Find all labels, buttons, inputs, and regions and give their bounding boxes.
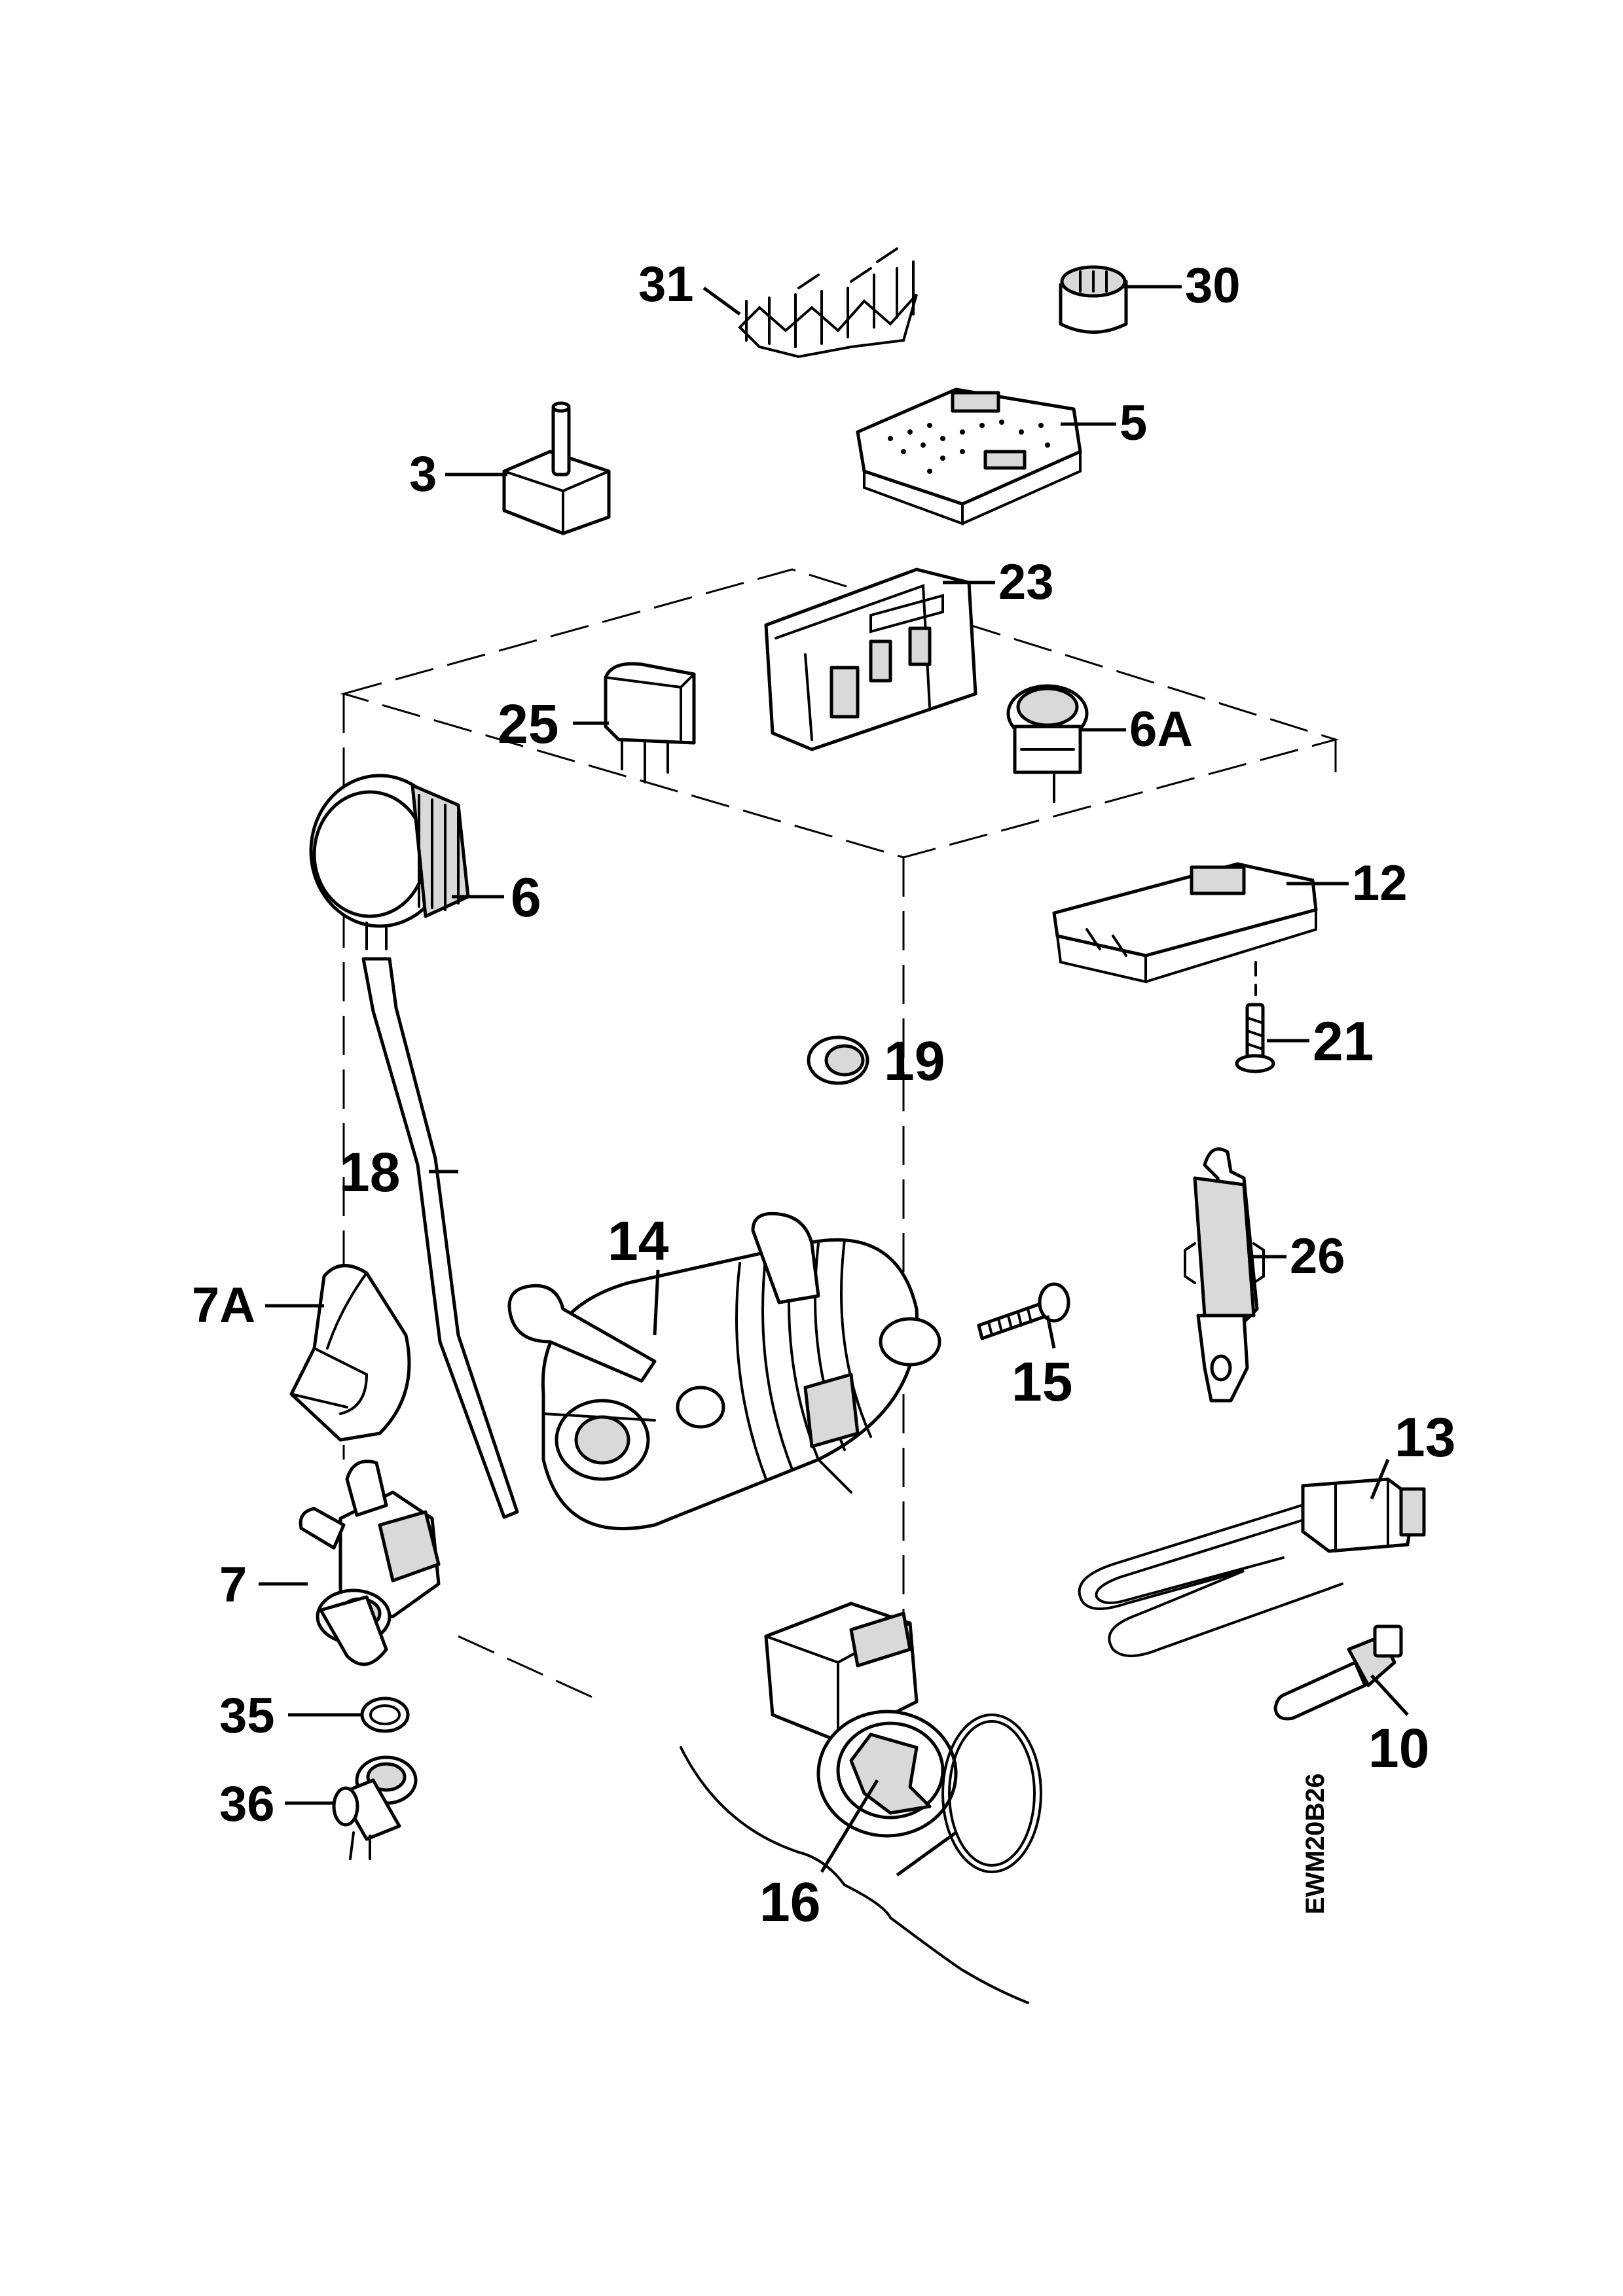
callout-5: 5: [1120, 395, 1147, 451]
screw-21: [1235, 961, 1275, 1073]
inlet-valve-7: [299, 1460, 441, 1666]
sensor-10: [1273, 1624, 1403, 1721]
callout-36: 36: [219, 1776, 275, 1832]
switch-part-3: [502, 401, 611, 535]
callout-23: 23: [998, 554, 1054, 610]
heating-element-13: [1078, 1477, 1426, 1657]
leader-lines: [259, 285, 1409, 1877]
programmer-6: [309, 774, 470, 950]
callout-12: 12: [1352, 855, 1408, 911]
callout-6: 6: [511, 867, 541, 928]
callout-25: 25: [498, 693, 558, 755]
callout-14: 14: [608, 1210, 669, 1272]
callout-21: 21: [1313, 1011, 1374, 1072]
control-housing: [764, 567, 977, 751]
hose-18: [361, 957, 519, 1519]
callout-7: 7: [219, 1557, 247, 1613]
callout-31: 31: [638, 257, 694, 312]
door-lock-12: [1052, 862, 1318, 984]
drain-pump-16: [764, 1602, 1042, 1873]
motor-14: [507, 1211, 941, 1531]
callout-3: 3: [409, 446, 437, 502]
bracket-26: [1184, 1147, 1265, 1403]
callout-13: 13: [1395, 1407, 1455, 1468]
washer-35: [360, 1696, 410, 1733]
callout-26: 26: [1290, 1229, 1345, 1284]
callout-7A: 7A: [192, 1278, 255, 1333]
grommet-19: [807, 1035, 869, 1085]
electronic-board: [856, 387, 1082, 526]
callout-35: 35: [219, 1688, 275, 1744]
drawing-code: EWM20B26: [1301, 1773, 1330, 1914]
callout-30: 30: [1185, 258, 1241, 314]
break-line: [680, 1746, 1029, 2004]
relay-25: [604, 662, 696, 783]
connector-30: [1059, 265, 1128, 334]
callout-labels: 31 30 5 3 23 25 6A 6 12 21 19 18 14 26 7…: [192, 257, 1455, 1933]
cover-7A: [289, 1264, 411, 1442]
callout-15: 15: [1012, 1351, 1072, 1412]
wiring-harness: [738, 247, 918, 359]
callout-10: 10: [1368, 1717, 1429, 1779]
callout-19: 19: [884, 1030, 945, 1092]
bolt-15: [977, 1282, 1070, 1340]
fitting-36: [332, 1755, 418, 1860]
callout-6A: 6A: [1129, 702, 1193, 757]
selector-6A: [1006, 684, 1089, 803]
callout-16: 16: [759, 1871, 820, 1933]
callout-18: 18: [339, 1141, 400, 1203]
